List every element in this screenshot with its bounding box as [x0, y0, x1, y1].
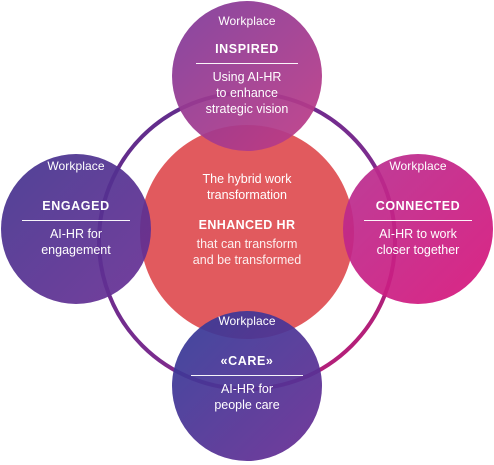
center-title-line1: The hybrid work [202, 172, 292, 186]
node-top-tag: Workplace [218, 14, 276, 28]
node-right-line2: closer together [376, 243, 460, 257]
node-right-divider [364, 220, 472, 221]
node-bottom-divider [191, 375, 303, 376]
node-right-circle [343, 154, 493, 304]
node-bottom-line1: AI-HR for [220, 382, 274, 396]
node-left-heading: ENGAGED [42, 199, 110, 213]
center-sub-line2: and be transformed [192, 253, 302, 267]
node-top-divider [196, 63, 298, 64]
center-title-line2: transformation [207, 188, 287, 202]
node-right-line1: AI-HR to work [379, 227, 457, 241]
node-top-line2: to enhance [216, 86, 278, 100]
node-left-divider [22, 220, 130, 221]
node-left-line1: AI-HR for [49, 227, 103, 241]
node-left: Workplace ENGAGED AI-HR for engagement [16, 159, 136, 258]
node-left-circle [1, 154, 151, 304]
node-bottom-line2: people care [214, 398, 280, 412]
center-heading: ENHANCED HR [198, 218, 296, 232]
node-top-circle [172, 1, 322, 151]
node-bottom: Workplace «CARE» AI-HR for people care [187, 314, 307, 413]
node-bottom-heading: «CARE» [220, 354, 274, 368]
node-bottom-circle [172, 311, 322, 461]
node-top: Workplace INSPIRED Using AI-HR to enhanc… [187, 14, 307, 117]
node-left-tag: Workplace [47, 159, 105, 173]
node-top-line3: strategic vision [205, 102, 289, 116]
center-sub-line1: that can transform [196, 237, 298, 251]
node-top-heading: INSPIRED [215, 42, 279, 56]
node-right-tag: Workplace [389, 159, 447, 173]
center-circle [140, 125, 354, 339]
node-bottom-tag: Workplace [218, 314, 276, 328]
node-top-line1: Using AI-HR [212, 70, 282, 84]
center-block: The hybrid work transformation ENHANCED … [167, 171, 327, 268]
node-left-line2: engagement [41, 243, 111, 257]
node-right-heading: CONNECTED [375, 199, 461, 213]
node-right: Workplace CONNECTED AI-HR to work closer… [354, 159, 482, 258]
